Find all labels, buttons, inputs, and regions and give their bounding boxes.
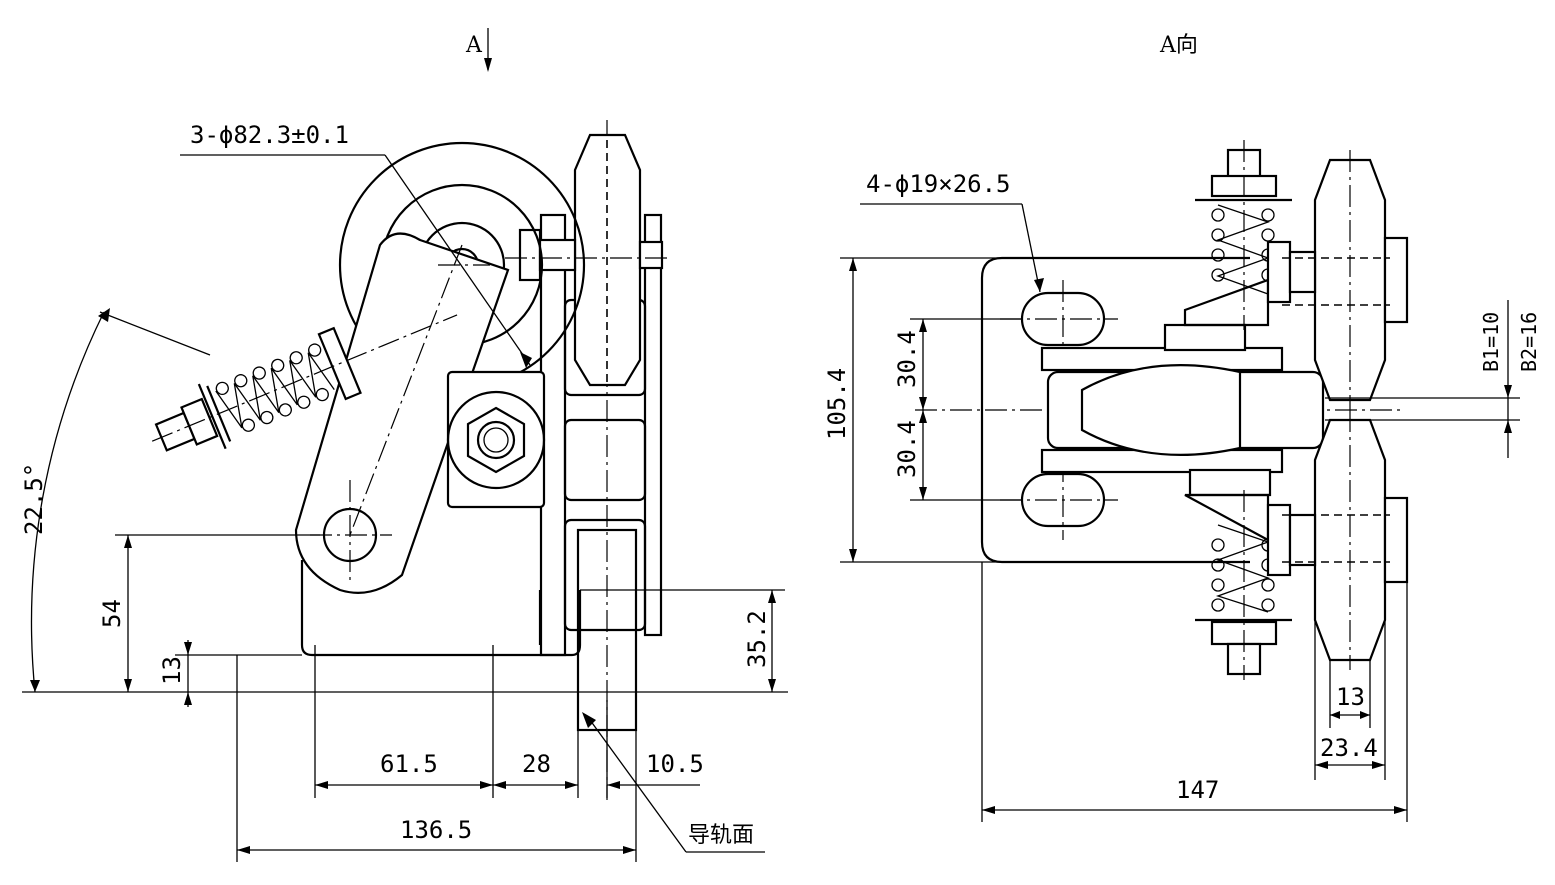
angle-dimension: 22.5° [20,308,211,693]
wheel-span-label: 23.4 [1320,734,1378,762]
lower-spring [1184,490,1292,680]
upper-half-label: 30.4 [893,330,921,388]
upper-guide-wheel [1266,150,1409,410]
base-thickness-dimension: 13 [158,640,302,707]
dim-10-5: 10.5 [646,750,704,778]
height-label: 105.4 [823,368,851,440]
wheel-width-label: 13 [1336,683,1365,711]
center-arm-block [1040,323,1325,497]
hole-note: 4-ϕ19×26.5 [860,170,1044,293]
spring-assembly [151,314,458,452]
pivot-block [446,370,546,509]
pivot-height-label: 54 [98,599,126,628]
dim-136-5: 136.5 [400,816,472,844]
height-dimension: 105.4 [823,257,1002,563]
bottom-dimensions: 13 23.4 147 [981,562,1408,822]
pivot-arm [294,232,510,594]
front-view: A [20,28,788,862]
view-arrow-a: A [465,28,492,72]
view-marker-a: A [465,33,483,58]
upper-spring [1183,140,1292,330]
side-view-title: A向 [1159,33,1198,58]
base-plate [300,560,582,657]
rail-surface-note: 导轨面 [582,712,765,853]
horizontal-dimensions: 61.5 28 10.5 136.5 [236,645,704,862]
wheel-note-text: 3-ϕ82.3±0.1 [190,121,349,149]
top-guide-wheel [505,133,670,387]
dim-28: 28 [522,750,551,778]
pivot-height-dimension: 54 [98,534,320,692]
base-thickness-label: 13 [158,656,186,685]
b2-label: B2=16 [1517,312,1541,372]
lower-half-label: 30.4 [893,420,921,478]
wheel-diameter-note: 3-ϕ82.3±0.1 [180,121,532,368]
rail-height-dimension: 35.2 [580,589,785,692]
lower-guide-wheel [1266,410,1409,670]
rail-height-label: 35.2 [743,610,771,668]
side-view: A向 [823,33,1541,822]
side-base-plate [980,256,1250,564]
dim-61-5: 61.5 [380,750,438,778]
rail-surface-label: 导轨面 [688,823,754,848]
hole-note-text: 4-ϕ19×26.5 [866,170,1011,198]
side-width-label: 147 [1176,776,1219,804]
gap-dimensions: B1=10 B2=16 [1479,300,1541,458]
angle-label: 22.5° [20,463,48,535]
slot-spacing-dimensions: 30.4 30.4 [893,318,1022,501]
b1-label: B1=10 [1479,312,1503,372]
